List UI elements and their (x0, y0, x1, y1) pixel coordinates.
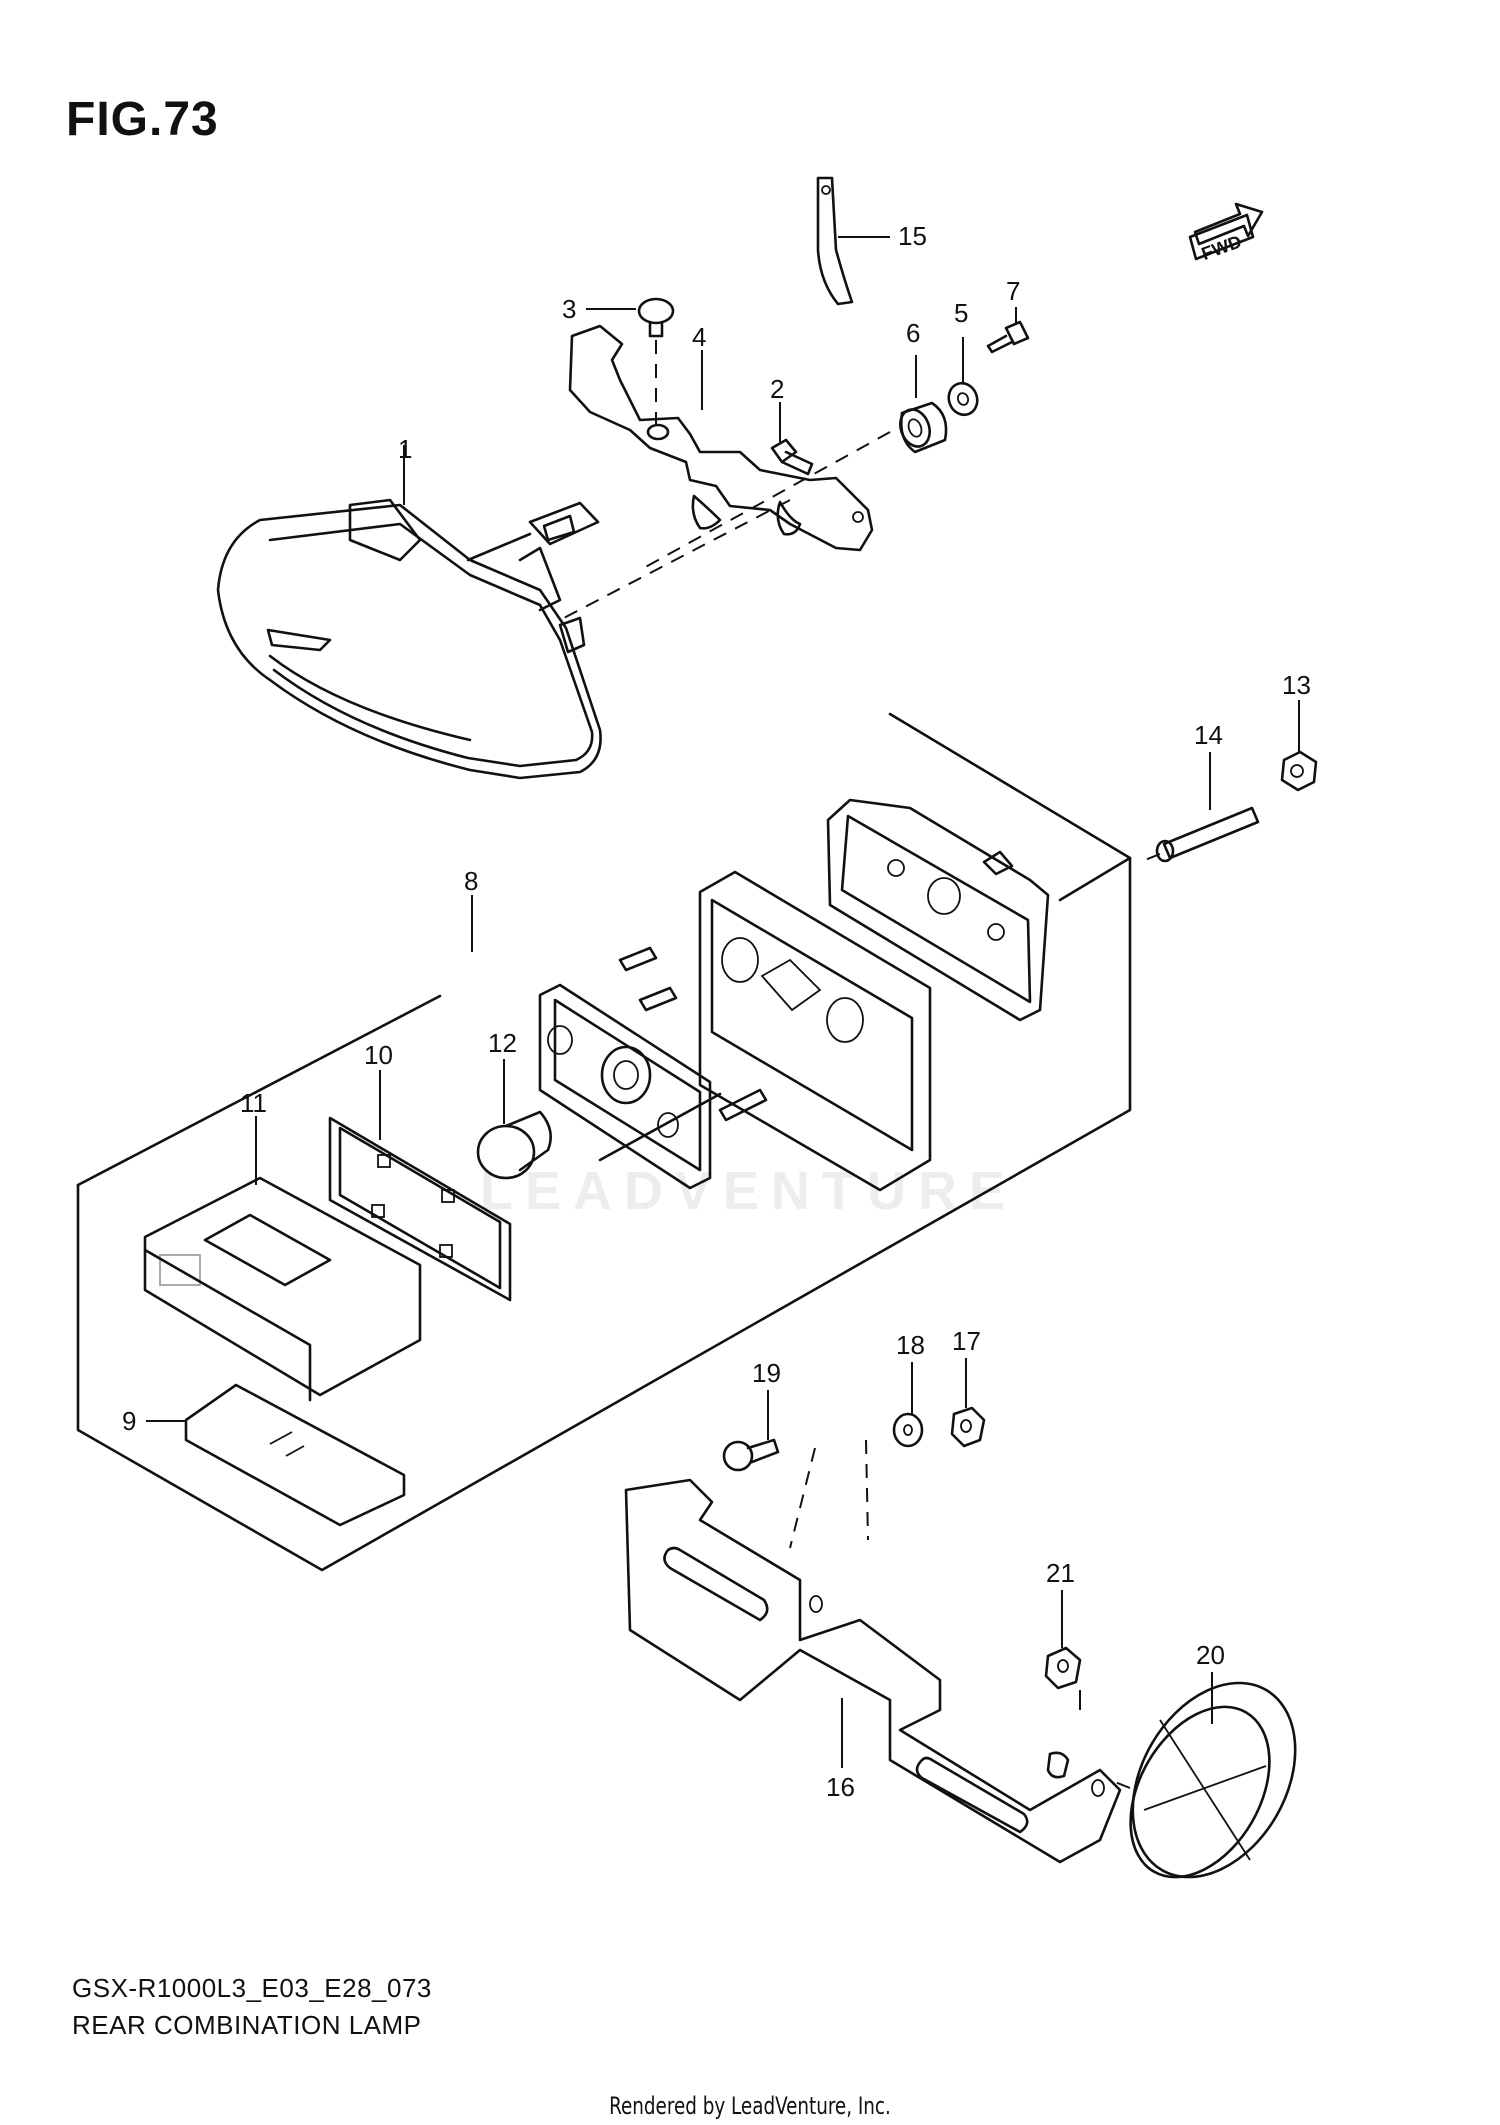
part-21-nut (1044, 1590, 1082, 1710)
part-8-housing (698, 870, 932, 1192)
part-8-socket (538, 946, 768, 1190)
part-5-washer (947, 337, 979, 417)
assembly-8-frame (76, 856, 1132, 1572)
callout-15: 15 (898, 221, 927, 251)
part-12-bulb (476, 1059, 552, 1180)
callout-10: 10 (364, 1040, 393, 1070)
figure-title: FIG.73 (66, 93, 219, 146)
callout-3: 3 (562, 294, 576, 324)
callout-19: 19 (752, 1358, 781, 1388)
callout-2: 2 (770, 374, 784, 404)
callout-9: 9 (122, 1406, 136, 1436)
fwd-label: FWD (1199, 231, 1244, 264)
callout-12: 12 (488, 1028, 517, 1058)
model-code: GSX-R1000L3_E03_E28_073 (72, 1973, 432, 2003)
callout-18: 18 (896, 1330, 925, 1360)
part-7-screw (986, 307, 1030, 354)
part-11-lens (143, 1116, 422, 1402)
callout-13: 13 (1282, 670, 1311, 700)
callout-6: 6 (906, 318, 920, 348)
part-16-bracket (624, 1478, 1122, 1864)
part-1-tail-lamp (216, 445, 602, 780)
footer-credit: Rendered by LeadVenture, Inc. (609, 2092, 891, 2120)
part-2-bolt (770, 402, 814, 476)
part-18-washer (865, 1362, 924, 1541)
callout-20: 20 (1196, 1640, 1225, 1670)
watermark-text: LEADVENTURE (480, 1161, 1018, 1221)
part-19-screw (722, 1390, 816, 1549)
callout-17: 17 (952, 1326, 981, 1356)
part-20-reflector (1109, 1672, 1297, 1879)
callout-8: 8 (464, 866, 478, 896)
callout-7: 7 (1006, 276, 1020, 306)
part-14-collar (1139, 752, 1260, 863)
callout-1: 1 (398, 434, 412, 464)
part-13-nut (1280, 700, 1318, 792)
callout-21: 21 (1046, 1558, 1075, 1588)
part-6-grommet (899, 355, 948, 454)
part-4-bracket (568, 324, 874, 552)
part-17-nut (950, 1358, 986, 1448)
part-15-strap (816, 176, 890, 306)
part-9-plate (146, 1383, 406, 1527)
assembly-name: REAR COMBINATION LAMP (72, 2010, 422, 2040)
callout-11: 11 (240, 1088, 267, 1118)
callout-14: 14 (1194, 720, 1223, 750)
part-8-lens-plate (826, 798, 1050, 1022)
callout-16: 16 (826, 1772, 855, 1802)
callout-4: 4 (692, 322, 706, 352)
part-10-gasket (328, 1070, 512, 1302)
fwd-arrow-icon: FWD (1188, 202, 1264, 264)
callout-5: 5 (954, 298, 968, 328)
part-3-screw (586, 297, 675, 430)
